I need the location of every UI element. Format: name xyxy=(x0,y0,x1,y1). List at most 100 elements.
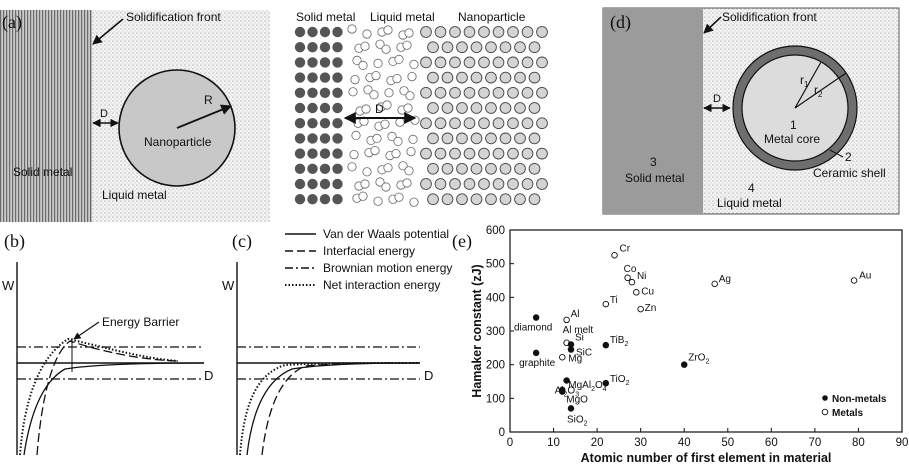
nanoparticle-dot xyxy=(492,147,505,160)
panel-middle: Solid metal Liquid metal Nanoparticle D xyxy=(294,10,548,207)
barrier-pointer xyxy=(73,321,100,340)
nanoparticle-dot xyxy=(492,178,505,190)
nanoparticle-dot xyxy=(463,26,476,38)
liquid-number: 4 xyxy=(748,181,755,195)
legend-nonmetals-marker xyxy=(822,395,828,401)
liquid-atom xyxy=(383,25,393,35)
point-label: Ti xyxy=(610,295,618,306)
liquid-atom xyxy=(375,39,385,49)
liquid-atom xyxy=(380,119,390,129)
point-label: TiB2 xyxy=(610,335,629,348)
solid-atom xyxy=(307,87,318,99)
nanoparticle-dot xyxy=(514,193,526,206)
nanoparticle-dot xyxy=(441,132,454,145)
panel-label: (b) xyxy=(4,231,25,252)
point-label: Ni xyxy=(637,271,646,282)
liquid-atom xyxy=(404,28,414,38)
solid-atom xyxy=(307,26,318,38)
liquid-metal-label: Liquid metal xyxy=(102,188,167,202)
y-tick-label: 100 xyxy=(486,393,505,405)
solid-atom xyxy=(332,118,343,129)
liquid-atom xyxy=(351,130,361,140)
liquid-atom xyxy=(362,167,372,177)
liquid-atom xyxy=(360,179,370,189)
nanoparticle-dot xyxy=(449,178,461,190)
metal-point xyxy=(711,280,718,288)
solid-atom xyxy=(307,194,318,205)
nanoparticle-dot xyxy=(478,117,490,130)
nanoparticle-dot xyxy=(434,178,447,190)
point-label: TiO2 xyxy=(610,374,630,387)
nanoparticle-dot xyxy=(536,178,548,190)
nanoparticle-dot xyxy=(536,117,548,130)
solid-atom xyxy=(332,178,343,190)
nanoparticle-dot xyxy=(536,26,548,38)
nanoparticle-dot xyxy=(521,86,534,99)
nanoparticle-dot xyxy=(492,86,505,99)
x-axis-title: Atomic number of first element in materi… xyxy=(581,451,832,465)
solid-atom xyxy=(319,118,331,129)
solidification-front-label: Solidification front xyxy=(722,10,817,24)
y-axis-title: Hamaker constant (zJ) xyxy=(470,264,484,397)
nanoparticle-dot xyxy=(470,71,483,84)
nanoparticle-dot xyxy=(499,41,512,54)
panel-label: (e) xyxy=(452,231,472,252)
core-number: 1 xyxy=(790,118,797,132)
metal-point xyxy=(624,274,631,282)
y-axis-label: W xyxy=(222,278,235,293)
nanoparticle-dot xyxy=(470,162,483,175)
front-pointer xyxy=(92,18,124,45)
solid-label: Solid metal xyxy=(625,171,684,185)
point-label: Al xyxy=(571,309,580,320)
solid-atom xyxy=(332,26,343,38)
liquid-atom xyxy=(408,134,418,144)
particle-field xyxy=(294,24,548,207)
nanoparticle-dot xyxy=(420,86,432,99)
liquid-atom xyxy=(347,162,357,172)
solid-atom xyxy=(319,194,331,205)
nanoparticle-dot xyxy=(456,102,468,114)
nonmetal-point xyxy=(532,314,540,321)
nanoparticle-dot xyxy=(463,178,476,190)
nanoparticle-dot xyxy=(499,71,512,84)
liquid-atom xyxy=(398,161,408,171)
solid-metal-region xyxy=(603,8,703,214)
liquid-atom xyxy=(371,71,381,81)
liquid-atom xyxy=(405,91,415,101)
nanoparticle-dot xyxy=(507,26,519,38)
liquid-atom xyxy=(384,88,394,98)
nanoparticle-dot xyxy=(485,41,497,54)
nanoparticle-dot xyxy=(492,56,505,69)
nanoparticle-dot xyxy=(449,56,461,69)
nanoparticle-dot xyxy=(434,86,447,99)
liquid-atom xyxy=(347,24,357,34)
nanoparticle-dot xyxy=(470,41,483,54)
nonmetal-point xyxy=(559,388,566,395)
nanoparticle-dot xyxy=(521,147,534,160)
nanoparticle-dot xyxy=(420,117,432,130)
liquid-atom xyxy=(383,163,393,173)
point-label: Zn xyxy=(645,303,657,314)
nanoparticle-dot xyxy=(456,132,468,145)
interfacial-curve xyxy=(261,362,421,456)
metal-point xyxy=(850,277,858,284)
point-label: Si xyxy=(575,332,584,343)
line-legend: Van der Waals potential Interfacial ener… xyxy=(285,227,452,292)
radius-arrow xyxy=(176,104,233,129)
legend-metals-label: Metals xyxy=(832,408,864,419)
nanoparticle-dot xyxy=(492,117,505,130)
y-tick-label: 500 xyxy=(486,259,505,271)
legend-net-label: Net interaction energy xyxy=(323,278,440,292)
solid-atom xyxy=(332,87,343,99)
point-label: Cr xyxy=(620,243,631,254)
point-label: graphite xyxy=(519,358,556,369)
solid-atom xyxy=(332,102,343,114)
solid-atom xyxy=(294,178,306,190)
nanoparticle-dot xyxy=(485,102,497,114)
metal-point xyxy=(628,278,636,286)
nanoparticle-dot xyxy=(441,162,454,175)
shell-label: Ceramic shell xyxy=(813,166,886,180)
nanoparticle-dot xyxy=(441,41,454,54)
solid-atom xyxy=(319,87,331,99)
